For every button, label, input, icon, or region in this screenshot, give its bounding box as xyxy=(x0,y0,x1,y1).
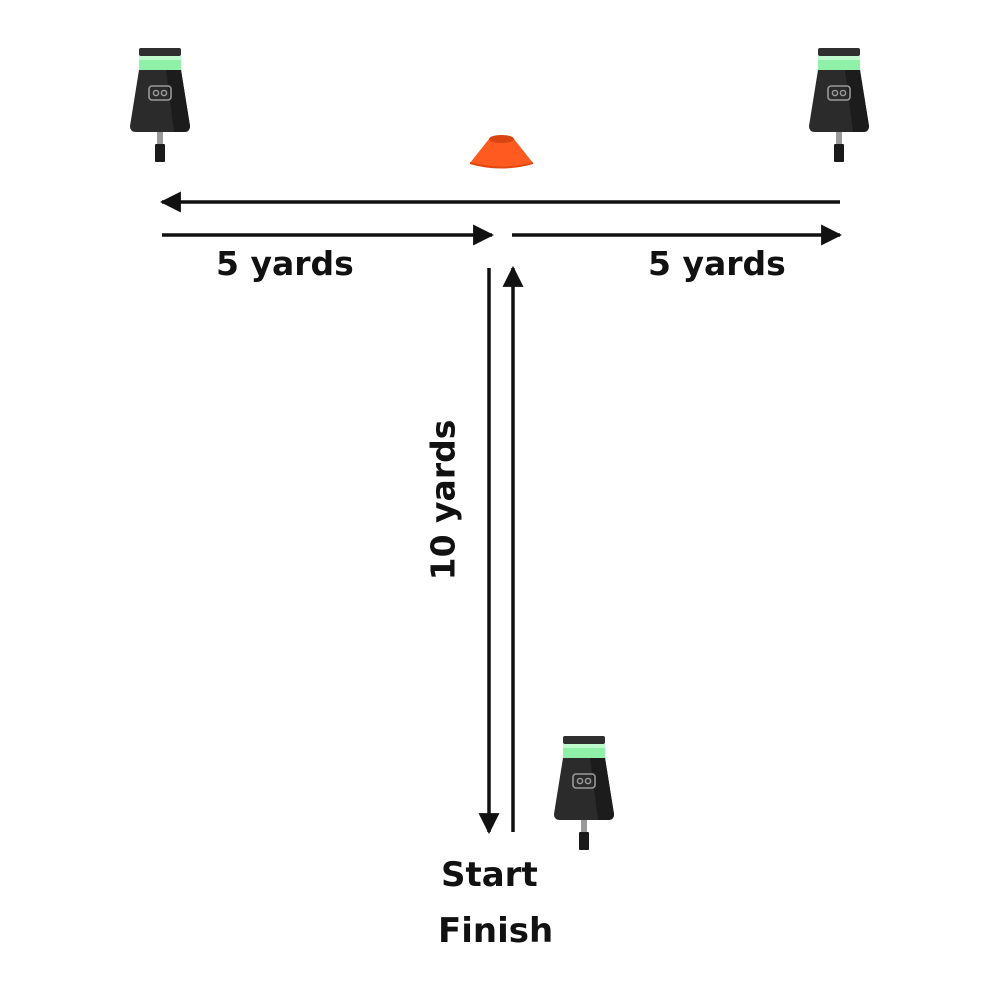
finish-label: Finish xyxy=(438,911,554,951)
left-distance-label: 5 yards xyxy=(216,244,354,283)
start-label: Start xyxy=(441,855,538,895)
vertical-distance-label: 10 yards xyxy=(423,419,463,581)
light-sensor-icon-bottom xyxy=(553,735,615,851)
light-sensor-icon-right xyxy=(808,47,870,163)
orange-cone-icon xyxy=(469,135,534,169)
light-sensor-icon-left xyxy=(129,47,191,163)
right-distance-label: 5 yards xyxy=(648,244,786,283)
